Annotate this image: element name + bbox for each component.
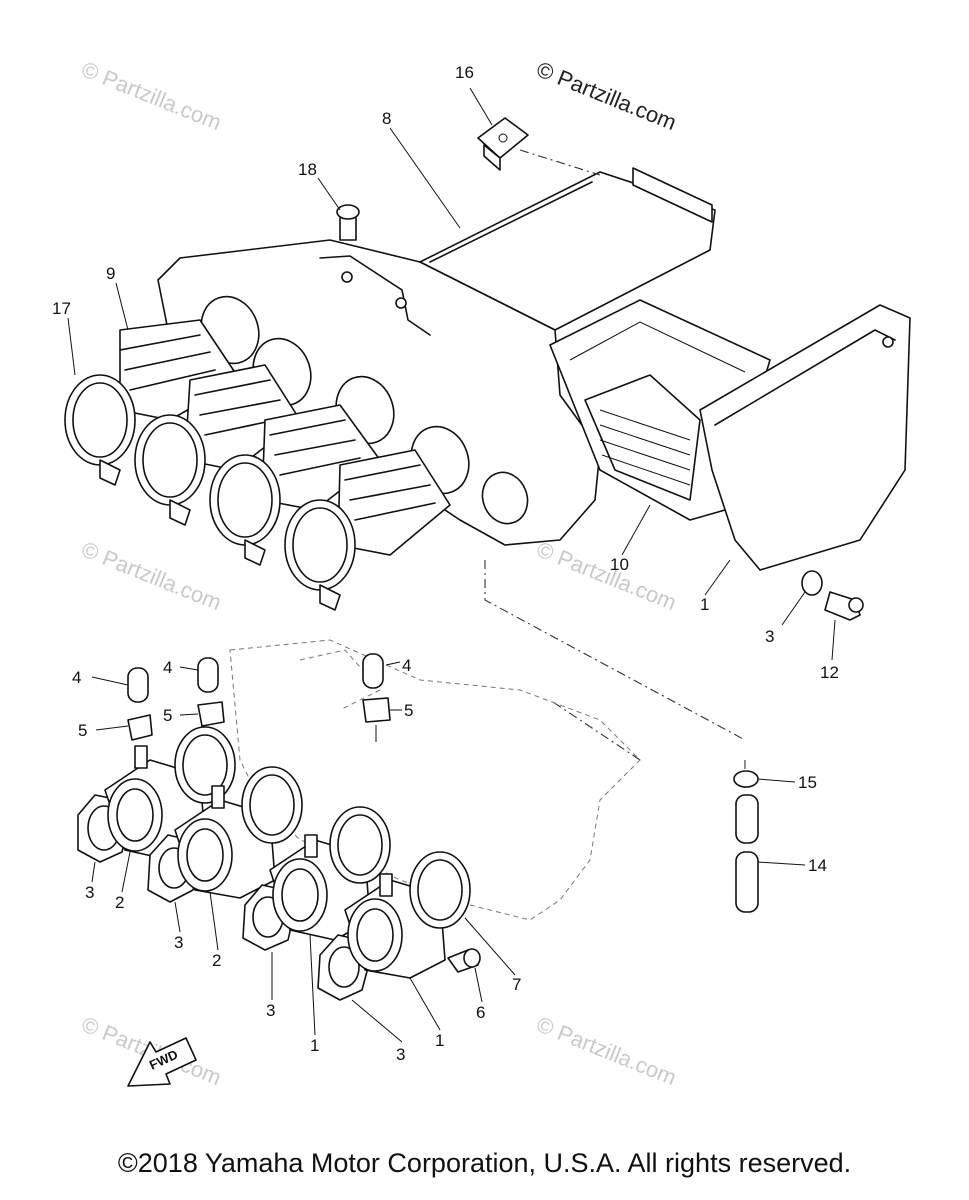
callout-15: 15 <box>798 773 817 792</box>
bolt-18 <box>336 204 360 241</box>
callout-3-b: 3 <box>174 933 183 952</box>
callout-5-right: 5 <box>404 701 413 720</box>
fwd-arrow: FWD <box>127 1037 197 1087</box>
callout-17: 17 <box>52 299 71 318</box>
callout-8: 8 <box>382 109 391 128</box>
callout-6: 6 <box>476 1003 485 1022</box>
callout-14: 14 <box>808 856 827 875</box>
caps-and-clamps <box>127 653 391 741</box>
watermark: © Partzilla.com <box>533 1011 680 1090</box>
grommet-16 <box>477 117 529 171</box>
copyright-footer: ©2018 Yamaha Motor Corporation, U.S.A. A… <box>117 1148 852 1178</box>
watermark: © Partzilla.com <box>533 536 680 615</box>
callout-3-d: 3 <box>396 1045 405 1064</box>
callout-9: 9 <box>106 264 115 283</box>
callout-2-b: 2 <box>212 951 221 970</box>
intake-manifolds <box>77 726 481 1001</box>
callout-4-mid: 4 <box>163 658 172 677</box>
washer-3-and-screw-12 <box>801 570 864 621</box>
callout-1-cover: 1 <box>700 595 709 614</box>
callout-numbers: 16 8 18 9 17 10 1 3 12 4 4 4 5 5 5 15 14… <box>52 63 839 1064</box>
watermark: © Partzilla.com <box>78 56 225 135</box>
side-cover <box>699 304 911 571</box>
callout-5-mid: 5 <box>163 706 172 725</box>
callout-1-b: 1 <box>435 1031 444 1050</box>
callout-3-c: 3 <box>266 1001 275 1020</box>
callout-16: 16 <box>455 63 474 82</box>
callout-1-a: 1 <box>310 1036 319 1055</box>
callout-5-left: 5 <box>78 721 87 740</box>
watermark: © Partzilla.com <box>533 56 680 135</box>
callout-18: 18 <box>298 160 317 179</box>
air-cleaner-case <box>157 167 716 546</box>
leader-lines <box>67 87 836 1043</box>
callout-10: 10 <box>610 555 629 574</box>
callout-4-right: 4 <box>402 656 411 675</box>
breather-hose <box>733 770 759 913</box>
callout-4-left: 4 <box>72 668 81 687</box>
callout-3-washer: 3 <box>765 627 774 646</box>
callout-3-a: 3 <box>85 883 94 902</box>
callout-2-a: 2 <box>115 893 124 912</box>
carburetor-joints <box>64 319 451 611</box>
callout-12: 12 <box>820 663 839 682</box>
callout-7: 7 <box>512 975 521 994</box>
watermark: © Partzilla.com <box>78 536 225 615</box>
